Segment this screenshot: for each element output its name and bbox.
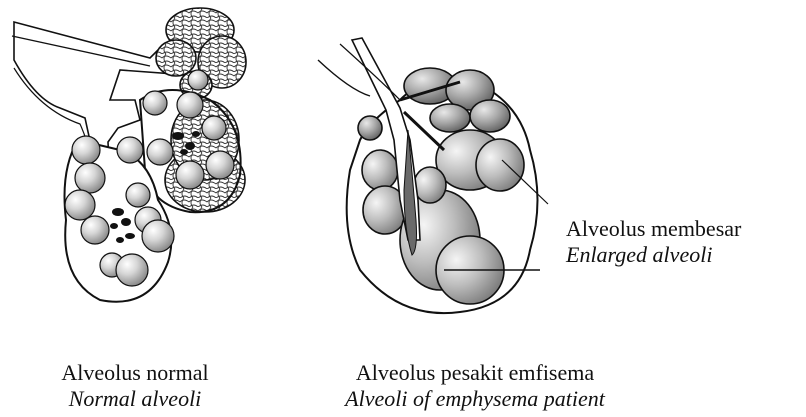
normal-alveoli-illustration: [12, 8, 246, 302]
emphysema-alveoli-caption: Alveolus pesakit emfisema Alveoli of emp…: [290, 360, 660, 412]
emphysema-caption-malay: Alveolus pesakit emfisema: [290, 360, 660, 386]
normal-caption-english: Normal alveoli: [20, 386, 250, 412]
normal-caption-malay: Alveolus normal: [20, 360, 250, 386]
emphysema-caption-english: Alveoli of emphysema patient: [290, 386, 660, 412]
enlarged-caption-english: Enlarged alveoli: [566, 242, 741, 268]
enlarged-caption-malay: Alveolus membesar: [566, 216, 741, 242]
normal-alveoli-caption: Alveolus normal Normal alveoli: [20, 360, 250, 412]
emphysema-alveoli-illustration: [318, 38, 548, 313]
enlarged-alveoli-callout: Alveolus membesar Enlarged alveoli: [566, 216, 741, 268]
